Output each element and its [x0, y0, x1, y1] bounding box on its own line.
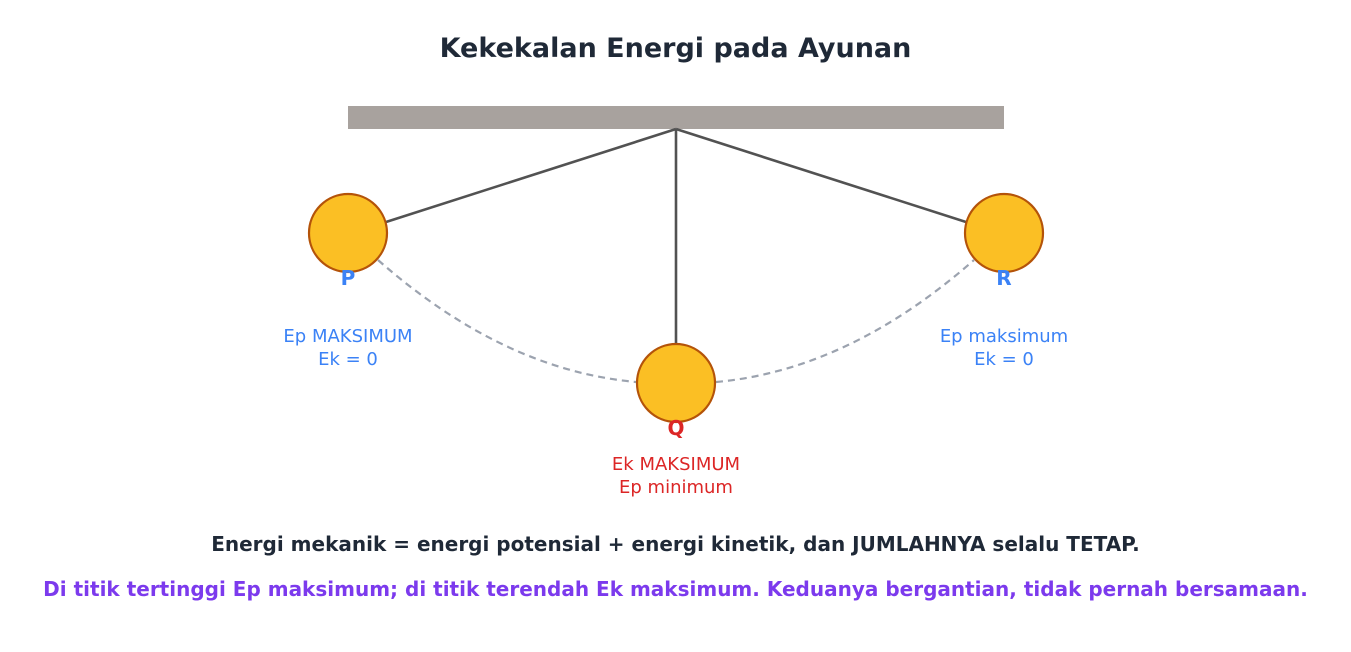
energy-equation-text: Energi mekanik = energi potensial + ener… [211, 532, 1140, 556]
bob-q [635, 342, 717, 424]
point-r-desc-2: Ek = 0 [974, 349, 1034, 370]
bob-r [963, 192, 1045, 274]
point-q-label: Q [667, 416, 684, 440]
diagram-title: Kekekalan Energi pada Ayunan [439, 33, 912, 64]
point-p-desc-2: Ek = 0 [318, 349, 378, 370]
swing-path [377, 259, 975, 384]
point-q-desc-1: Ek MAKSIMUM [612, 454, 740, 475]
string-r [675, 127, 967, 224]
energy-note-text: Di titik tertinggi Ep maksimum; di titik… [43, 577, 1308, 601]
bob-p [307, 192, 389, 274]
point-p-label: P [341, 266, 356, 290]
ceiling-beam [348, 106, 1004, 129]
string-p [385, 127, 677, 224]
point-r-label: R [996, 266, 1011, 290]
point-q-desc-2: Ep minimum [619, 477, 733, 498]
point-r-desc-1: Ep maksimum [940, 326, 1068, 347]
point-p-desc-1: Ep MAKSIMUM [283, 326, 412, 347]
